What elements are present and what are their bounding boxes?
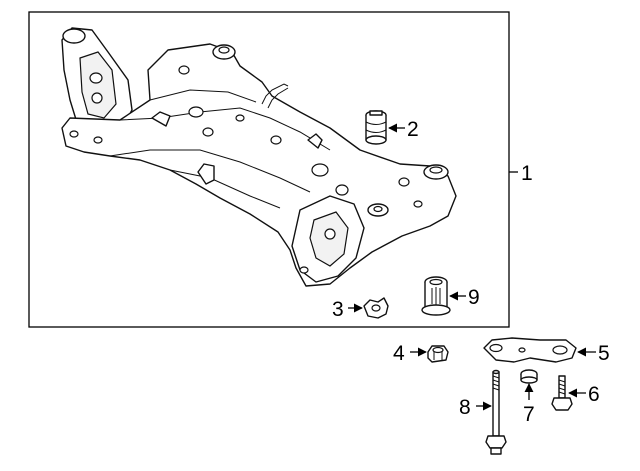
part-3-nut-plate: [363, 297, 389, 319]
callout-1: 1: [521, 162, 533, 185]
crossmember-drawing: [61, 27, 457, 287]
callout-6: 6: [588, 383, 600, 406]
callout-2: 2: [407, 118, 419, 141]
callout-4: 4: [393, 342, 405, 365]
callout-7: 7: [523, 403, 535, 426]
callout-8: 8: [459, 396, 471, 419]
part-8-long-bolt: [485, 369, 507, 455]
assembly-frame: [28, 11, 510, 328]
part-2-bushing: [365, 110, 387, 145]
callout-3: 3: [332, 298, 344, 321]
part-7-cap: [520, 369, 538, 384]
part-4-nut: [427, 345, 449, 363]
part-9-sleeve: [421, 276, 451, 316]
callout-9: 9: [468, 286, 480, 309]
callout-5: 5: [598, 342, 610, 365]
part-6-bolt: [551, 375, 573, 411]
part-5-bracket: [483, 337, 577, 363]
